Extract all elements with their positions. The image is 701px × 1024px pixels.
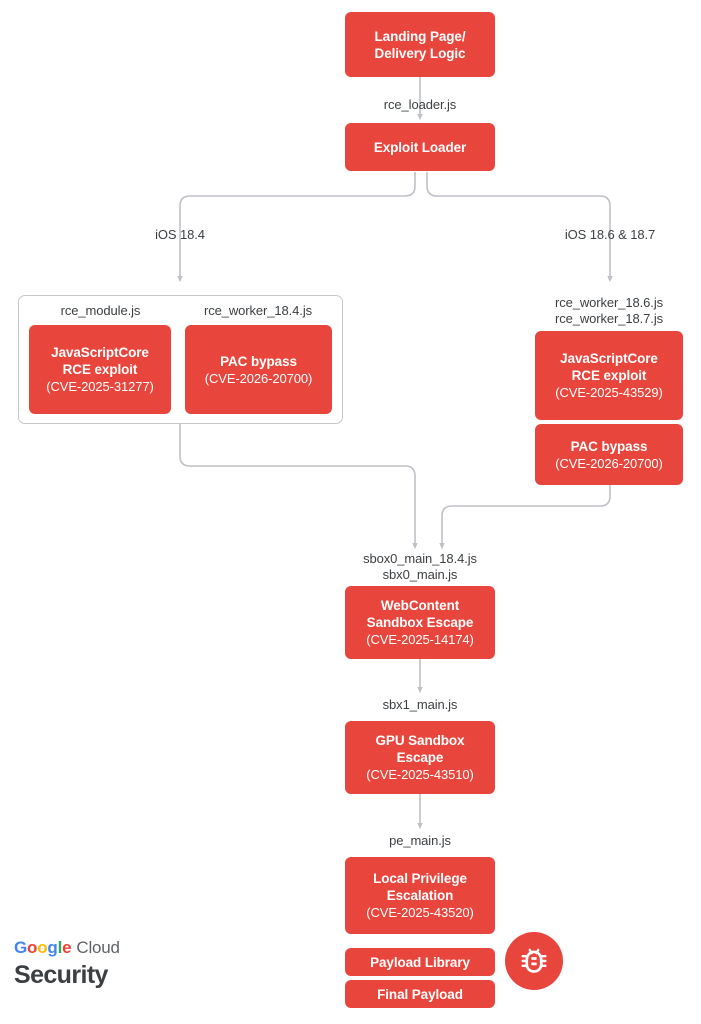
edge-label-pe-main: pe_main.js: [389, 833, 451, 848]
node-webcontent-sandbox-escape[interactable]: WebContent Sandbox Escape (CVE-2025-1417…: [345, 586, 495, 659]
logo-letter-e: e: [62, 938, 72, 957]
node-jsc-rce-186[interactable]: JavaScriptCore RCE exploit (CVE-2025-435…: [535, 331, 683, 420]
node-payload-library-line1: Payload Library: [370, 954, 470, 970]
logo-letter-o2: o: [37, 938, 48, 957]
node-payload-library[interactable]: Payload Library: [345, 948, 495, 976]
node-exploit-loader[interactable]: Exploit Loader: [345, 123, 495, 171]
node-jsc-184-line1: JavaScriptCore: [51, 345, 149, 360]
edge-pac186-to-sbox0: [439, 485, 611, 550]
node-final-payload-line1: Final Payload: [377, 986, 463, 1002]
node-webcontent-cve: (CVE-2025-14174): [366, 632, 474, 647]
logo-letter-o1: o: [27, 938, 38, 957]
edge-loader-to-ios184: [177, 172, 416, 283]
node-pac-bypass-186[interactable]: PAC bypass (CVE-2026-20700): [535, 424, 683, 485]
node-exploit-loader-line1: Exploit Loader: [373, 139, 467, 155]
node-jsc-rce-184[interactable]: JavaScriptCore RCE exploit (CVE-2025-312…: [29, 325, 171, 414]
node-local-privilege-escalation[interactable]: Local Privilege Escalation (CVE-2025-435…: [345, 857, 495, 934]
node-gpu-cve: (CVE-2025-43510): [366, 767, 474, 782]
node-jsc-184-line2: RCE exploit: [62, 362, 138, 377]
node-jsc-186-line1: JavaScriptCore: [560, 351, 658, 366]
edge-label-ios-184: iOS 18.4: [155, 227, 205, 242]
node-landing-page[interactable]: Landing Page/ Delivery Logic: [345, 12, 495, 77]
node-gpu-line1: GPU Sandbox: [375, 733, 465, 748]
node-pac-186-line1: PAC bypass: [570, 438, 648, 454]
node-lpe-line2: Escalation: [386, 888, 454, 903]
node-lpe-line1: Local Privilege: [373, 871, 467, 886]
bug-badge: [505, 932, 563, 990]
node-gpu-line2: Escape: [396, 750, 444, 765]
edge-group184-to-sbox0: [179, 424, 418, 550]
node-webcontent-line1: WebContent: [380, 598, 460, 613]
logo-letter-g2: g: [47, 938, 58, 957]
node-pac-184-cve: (CVE-2026-20700): [204, 370, 313, 386]
logo-product-name: Security: [14, 961, 108, 989]
node-jsc-186-line2: RCE exploit: [571, 368, 647, 383]
node-webcontent-line2: Sandbox Escape: [366, 615, 474, 630]
edge-label-rce-module: rce_module.js: [60, 303, 141, 318]
node-jsc-186-cve: (CVE-2025-43529): [555, 385, 663, 400]
node-final-payload[interactable]: Final Payload: [345, 980, 495, 1008]
node-landing-line1: Landing Page/: [374, 28, 466, 44]
edge-label-rce-worker-186-187: rce_worker_18.6.js rce_worker_18.7.js: [554, 295, 664, 326]
logo-letter-l: l: [57, 938, 63, 957]
edge-label-ios-186-187: iOS 18.6 & 18.7: [564, 227, 656, 242]
edge-label-rce-worker-184: rce_worker_18.4.js: [203, 303, 313, 318]
node-landing-line2: Delivery Logic: [374, 45, 466, 61]
node-jsc-184-cve: (CVE-2025-31277): [46, 379, 154, 394]
node-gpu-sandbox-escape[interactable]: GPU Sandbox Escape (CVE-2025-43510): [345, 721, 495, 794]
node-pac-186-cve: (CVE-2026-20700): [555, 455, 663, 471]
edge-label-sbx1: sbx1_main.js: [382, 697, 458, 712]
node-pac-bypass-184[interactable]: PAC bypass (CVE-2026-20700): [185, 325, 332, 414]
node-pac-184-line1: PAC bypass: [220, 353, 297, 369]
edge-label-rce-loader: rce_loader.js: [383, 97, 457, 112]
logo-letter-g1: G: [14, 938, 28, 957]
logo-cloud-word: Cloud: [76, 938, 120, 957]
edge-label-sbox0: sbox0_main_18.4.js sbx0_main.js: [363, 551, 477, 582]
bug-icon: [521, 948, 547, 973]
edge-loader-to-ios186: [426, 172, 613, 283]
node-lpe-cve: (CVE-2025-43520): [366, 905, 474, 920]
